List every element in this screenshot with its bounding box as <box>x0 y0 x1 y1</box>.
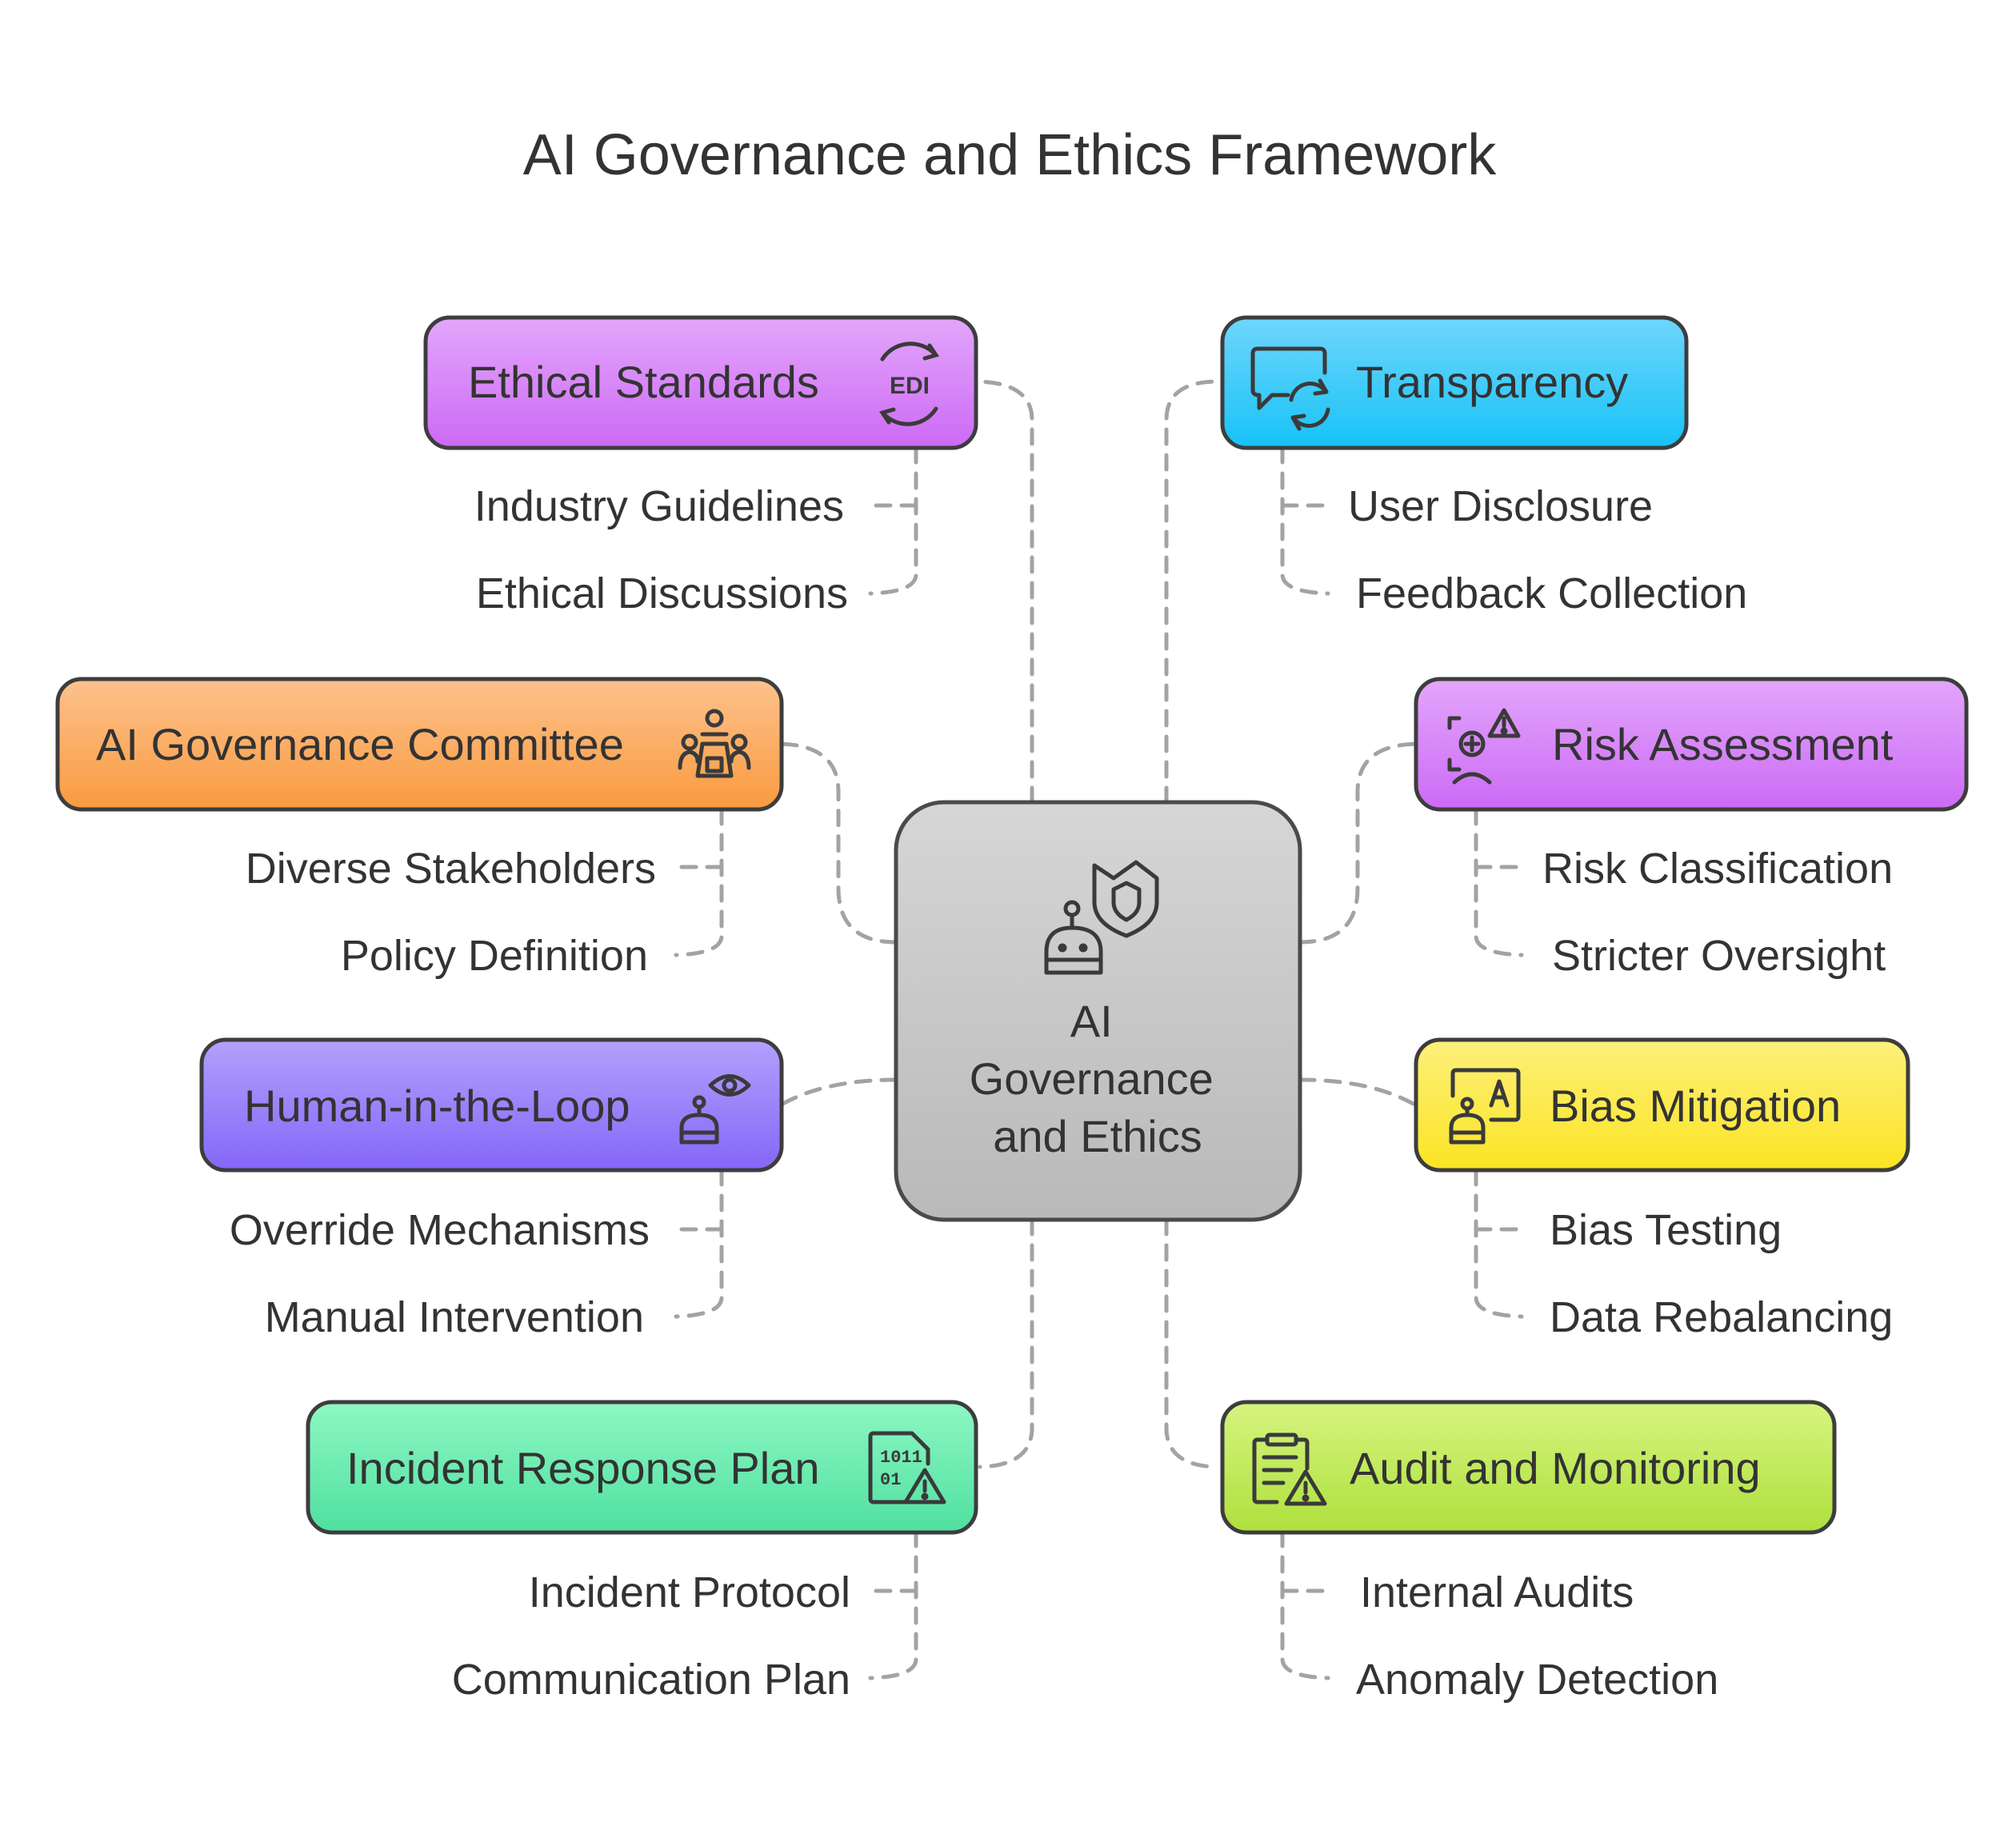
child-ethical-discussions: Ethical Discussions <box>476 569 848 617</box>
branch-bias-mitigation[interactable]: Bias Mitigation Bias Testing Data Rebala… <box>1414 1037 1910 1341</box>
connector-bias-mitigation <box>1298 1077 1418 1108</box>
branch-label-human-in-the-loop: Human-in-the-Loop <box>244 1081 630 1131</box>
branch-risk-assessment[interactable]: Risk Assessment Risk Classification Stri… <box>1414 677 1969 980</box>
branch-ethical-standards[interactable]: Ethical Standards EDI Industry Guideline… <box>423 315 978 617</box>
branch-label-ai-governance-committee: AI Governance Committee <box>96 719 624 769</box>
branch-label-audit-and-monitoring: Audit and Monitoring <box>1350 1443 1761 1493</box>
child-bracket-bias-mitigation <box>1474 1168 1524 1319</box>
center-label-line-3: and Ethics <box>993 1111 1202 1161</box>
child-bracket-ethical-standards <box>868 446 918 596</box>
svg-text:1011: 1011 <box>880 1448 922 1468</box>
chat-refresh-icon <box>1250 346 1330 431</box>
center-label-line-2: Governance <box>970 1053 1214 1104</box>
child-internal-audits: Internal Audits <box>1360 1568 1634 1616</box>
connector-ai-governance-committee <box>778 741 898 945</box>
connector-incident-response-plan <box>978 1217 1034 1469</box>
child-industry-guidelines: Industry Guidelines <box>474 482 844 530</box>
child-user-disclosure: User Disclosure <box>1348 482 1653 530</box>
connector-human-in-the-loop <box>778 1077 898 1108</box>
branch-ai-governance-committee[interactable]: AI Governance Committee Diverse Stakehol… <box>55 677 784 980</box>
robot-shield-icon <box>1044 860 1159 975</box>
binary-warning-icon: 1011 01 <box>868 1431 946 1504</box>
child-manual-intervention: Manual Intervention <box>265 1293 644 1341</box>
child-stricter-oversight: Stricter Oversight <box>1552 932 1886 980</box>
connector-ethical-standards <box>978 379 1034 805</box>
branch-transparency[interactable]: Transparency User Disclosure Feedback Co… <box>1220 315 1747 617</box>
connector-audit-and-monitoring <box>1164 1217 1218 1469</box>
branch-label-ethical-standards: Ethical Standards <box>468 357 819 407</box>
branch-label-incident-response-plan: Incident Response Plan <box>346 1443 820 1493</box>
child-risk-classification: Risk Classification <box>1542 845 1893 893</box>
branch-label-bias-mitigation: Bias Mitigation <box>1550 1081 1841 1131</box>
child-diverse-stakeholders: Diverse Stakeholders <box>246 845 656 893</box>
center-label: AI Governance and Ethics <box>970 996 1226 1161</box>
svg-text:01: 01 <box>880 1470 901 1490</box>
connector-lines <box>674 379 1524 1680</box>
child-bracket-risk-assessment <box>1474 807 1524 957</box>
bias-board-icon <box>1449 1068 1521 1145</box>
center-label-line-1: AI <box>1070 996 1113 1046</box>
child-bracket-ai-governance-committee <box>674 807 724 957</box>
center-node[interactable]: AI Governance and Ethics <box>894 800 1302 1222</box>
child-incident-protocol: Incident Protocol <box>529 1568 850 1616</box>
child-bracket-audit-and-monitoring <box>1280 1529 1330 1680</box>
child-override-mechanisms: Override Mechanisms <box>230 1206 650 1254</box>
child-feedback-collection: Feedback Collection <box>1356 569 1747 617</box>
branch-label-risk-assessment: Risk Assessment <box>1552 719 1894 769</box>
branch-incident-response-plan[interactable]: Incident Response Plan 1011 01 Incident … <box>306 1400 978 1704</box>
branch-label-transparency: Transparency <box>1356 357 1628 407</box>
child-communication-plan: Communication Plan <box>452 1656 850 1704</box>
edi-cycle-icon: EDI <box>879 342 939 426</box>
child-bias-testing: Bias Testing <box>1550 1206 1782 1254</box>
diagram-title: AI Governance and Ethics Framework <box>523 123 1498 187</box>
branch-audit-and-monitoring[interactable]: Audit and Monitoring Internal Audits Ano… <box>1220 1400 1837 1704</box>
robot-eye-icon <box>679 1074 751 1145</box>
svg-text:EDI: EDI <box>890 373 930 399</box>
branch-human-in-the-loop[interactable]: Human-in-the-Loop Override Mechanisms Ma… <box>199 1037 784 1341</box>
child-bracket-incident-response-plan <box>868 1529 918 1680</box>
child-bracket-human-in-the-loop <box>674 1168 724 1319</box>
child-anomaly-detection: Anomaly Detection <box>1356 1656 1718 1704</box>
connector-transparency <box>1164 379 1218 805</box>
committee-icon <box>678 709 751 778</box>
child-bracket-transparency <box>1280 446 1330 596</box>
connector-risk-assessment <box>1298 741 1418 945</box>
risk-warning-icon <box>1447 708 1521 785</box>
clipboard-warning-icon <box>1252 1432 1327 1506</box>
child-policy-definition: Policy Definition <box>341 932 648 980</box>
child-data-rebalancing: Data Rebalancing <box>1550 1293 1893 1341</box>
